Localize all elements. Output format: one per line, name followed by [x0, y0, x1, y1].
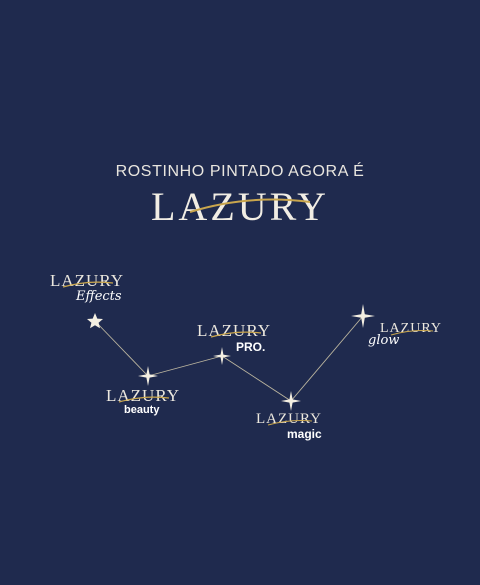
main-logo: LAZURY	[151, 184, 329, 229]
sparkle-icon	[213, 347, 231, 365]
brand-wordmark: LAZURY	[106, 386, 180, 405]
brand-swoosh	[210, 331, 262, 338]
brand-glow: LAZURY glow	[368, 321, 442, 348]
brand-beauty: LAZURY beauty	[106, 387, 180, 416]
constellation-line	[221, 355, 292, 402]
brand-magic: LAZURY magic	[256, 411, 322, 441]
brand-effects: LAZURY Effects	[50, 272, 124, 303]
brand-subname: Effects	[76, 289, 122, 304]
brand-wordmark: LAZURY	[256, 411, 322, 427]
main-logo-swoosh	[189, 198, 311, 213]
brand-wordmark: LAZURY	[50, 271, 124, 290]
sparkle-icon	[138, 366, 158, 386]
headline: ROSTINHO PINTADO AGORA É	[115, 163, 365, 180]
constellation-line	[147, 355, 223, 377]
constellation-line	[290, 315, 364, 402]
brand-subname: glow	[368, 333, 400, 348]
sparkle-icon	[281, 391, 301, 411]
constellation-line	[94, 320, 149, 377]
brand-subname: beauty	[124, 404, 160, 416]
brand-swoosh	[62, 281, 114, 288]
sparkle-icon	[351, 304, 375, 328]
brand-pro: LAZURY PRO.	[197, 322, 271, 353]
brand-swoosh	[118, 396, 170, 403]
brand-swoosh	[267, 419, 313, 426]
star-icon	[87, 313, 103, 329]
brand-swoosh	[390, 329, 434, 336]
brand-wordmark: LAZURY	[197, 321, 271, 340]
brand-subname: magic	[287, 427, 322, 441]
brand-subname: PRO.	[236, 340, 266, 354]
brand-wordmark: LAZURY	[380, 321, 442, 336]
